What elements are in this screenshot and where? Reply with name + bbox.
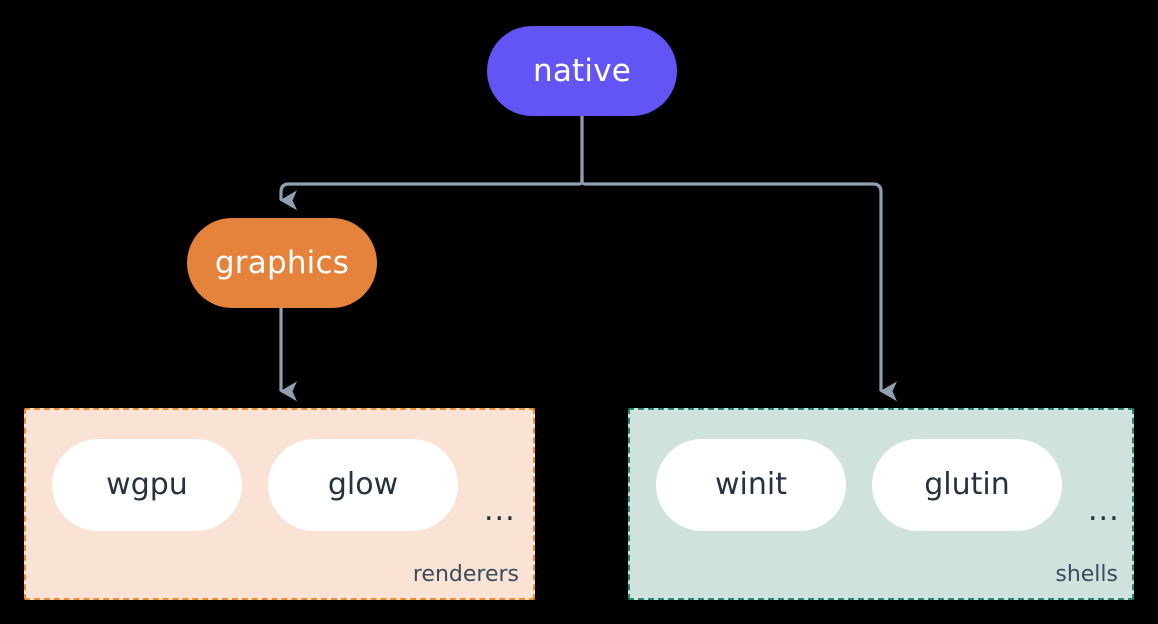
pill-glow-label: glow xyxy=(327,467,399,502)
node-native[interactable]: native xyxy=(487,26,677,116)
cluster-shells-items: winit glutin ... xyxy=(656,434,1120,536)
pill-winit-label: winit xyxy=(715,467,787,502)
node-native-label: native xyxy=(532,52,632,89)
pill-glutin[interactable]: glutin xyxy=(872,439,1062,531)
pill-winit[interactable]: winit xyxy=(656,439,846,531)
node-graphics-label: graphics xyxy=(214,244,350,281)
pill-wgpu-label: wgpu xyxy=(106,467,188,502)
pill-wgpu[interactable]: wgpu xyxy=(52,439,242,531)
renderers-more-indicator: ... xyxy=(484,493,516,528)
node-graphics[interactable]: graphics xyxy=(187,218,377,308)
cluster-shells-label: shells xyxy=(1055,562,1118,587)
edge-native-to-shells xyxy=(580,176,897,402)
pill-glow[interactable]: glow xyxy=(268,439,458,531)
shells-more-indicator: ... xyxy=(1088,493,1120,528)
cluster-shells: winit glutin ... shells xyxy=(628,408,1134,600)
cluster-renderers: wgpu glow ... renderers xyxy=(24,408,535,600)
cluster-renderers-label: renderers xyxy=(412,562,519,587)
pill-glutin-label: glutin xyxy=(924,467,1010,502)
edge-native-to-graphics xyxy=(279,176,584,211)
cluster-renderers-items: wgpu glow ... xyxy=(52,434,516,536)
